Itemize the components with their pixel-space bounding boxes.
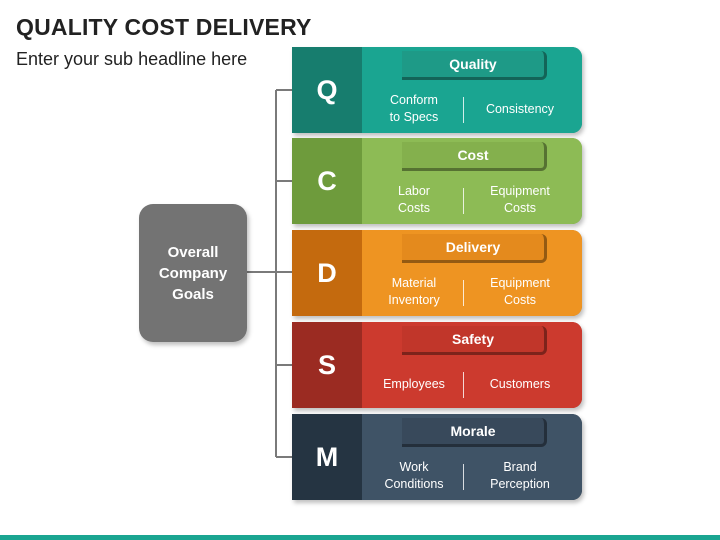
overall-goals-box: Overall Company Goals: [139, 204, 247, 342]
item-line: Conditions: [384, 477, 444, 491]
item-line: Consistency: [485, 101, 555, 116]
item-line: to Specs: [389, 110, 439, 124]
row-item-right: Consistency: [468, 91, 572, 127]
page-title: QUALITY COST DELIVERY: [16, 14, 312, 40]
row-panel: Delivery Material Inventory Equipment Co…: [362, 230, 582, 316]
row-item-right: Equipment Costs: [468, 274, 572, 310]
row-quality: Q Quality Conform to Specs Consistency: [292, 47, 582, 133]
row-letter: C: [292, 138, 362, 224]
item-line: Inventory: [388, 293, 440, 307]
row-letter: Q: [292, 47, 362, 133]
row-item-right: Equipment Costs: [468, 182, 572, 218]
row-title-tag: Cost: [402, 142, 547, 171]
item-line: Labor: [398, 184, 430, 198]
row-panel: Safety Employees Customers: [362, 322, 582, 408]
goal-label-line: Goals: [172, 285, 214, 303]
row-divider: [463, 97, 464, 123]
item-line: Brand: [503, 460, 537, 474]
row-item-left: Conform to Specs: [362, 91, 466, 127]
item-line: Conform: [390, 93, 438, 107]
row-delivery: D Delivery Material Inventory Equipment …: [292, 230, 582, 316]
row-letter: D: [292, 230, 362, 316]
row-item-right: Brand Perception: [468, 458, 572, 494]
row-item-left: Employees: [362, 366, 466, 402]
row-morale: M Morale Work Conditions Brand Perceptio…: [292, 414, 582, 500]
item-line: Work: [399, 460, 429, 474]
row-panel: Quality Conform to Specs Consistency: [362, 47, 582, 133]
row-title-tag: Delivery: [402, 234, 547, 263]
page-subtitle: Enter your sub headline here: [16, 49, 248, 69]
row-title-tag: Quality: [402, 51, 547, 80]
row-safety: S Safety Employees Customers: [292, 322, 582, 408]
item-line: Employees: [383, 376, 445, 391]
row-letter: M: [292, 414, 362, 500]
item-line: Perception: [490, 477, 550, 491]
row-panel: Cost Labor Costs Equipment Costs: [362, 138, 582, 224]
row-panel: Morale Work Conditions Brand Perception: [362, 414, 582, 500]
row-item-left: Work Conditions: [362, 458, 466, 494]
item-line: Costs: [398, 201, 430, 215]
item-line: Material: [391, 276, 437, 290]
item-line: Equipment: [490, 184, 550, 198]
goal-label-line: Company: [158, 264, 228, 282]
item-line: Costs: [504, 201, 536, 215]
goal-label-line: Overall: [167, 243, 219, 261]
row-divider: [463, 464, 464, 490]
row-letter: S: [292, 322, 362, 408]
row-title-tag: Safety: [402, 326, 547, 355]
item-line: Costs: [504, 293, 536, 307]
item-line: Equipment: [490, 276, 550, 290]
bottom-accent-bar: [0, 535, 720, 540]
row-divider: [463, 188, 464, 214]
row-title-tag: Morale: [402, 418, 547, 447]
row-item-left: Material Inventory: [362, 274, 466, 310]
row-item-left: Labor Costs: [362, 182, 466, 218]
row-divider: [463, 280, 464, 306]
row-divider: [463, 372, 464, 398]
row-cost: C Cost Labor Costs Equipment Costs: [292, 138, 582, 224]
item-line: Customers: [489, 376, 551, 391]
row-item-right: Customers: [468, 366, 572, 402]
